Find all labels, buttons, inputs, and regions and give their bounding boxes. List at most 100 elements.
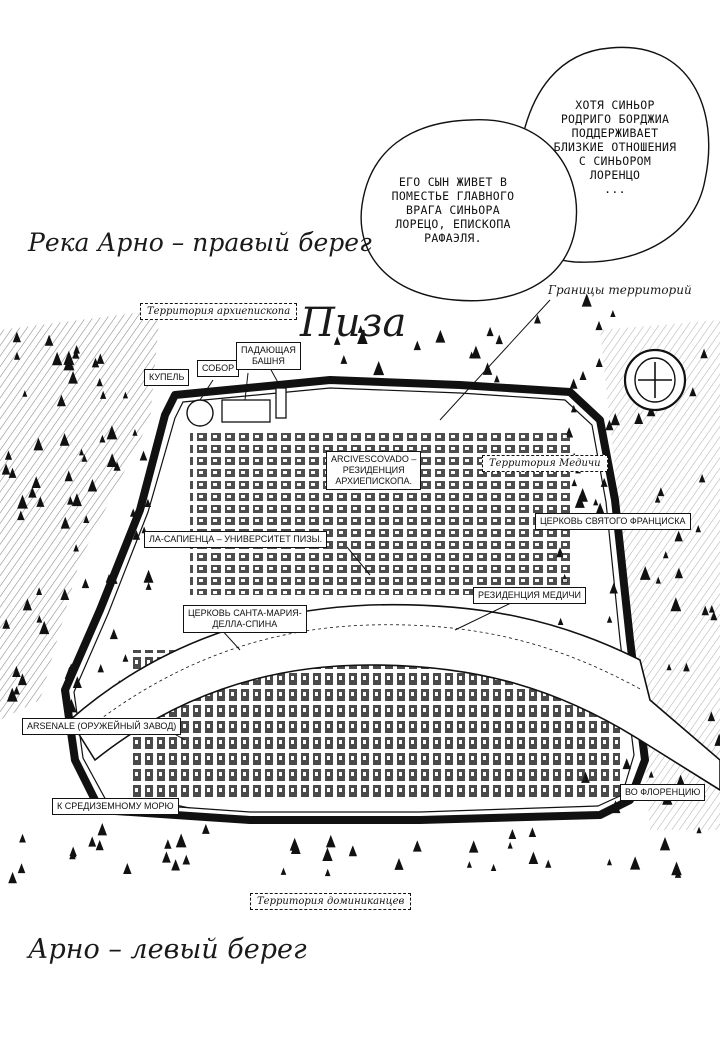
tree-icon [671, 861, 682, 876]
tree-icon [91, 357, 100, 368]
tree-icon [701, 605, 709, 616]
speech-bubble-left-shape [360, 119, 578, 302]
speech-line: С СИНЬОРОМ [578, 154, 652, 168]
tree-icon [51, 351, 63, 366]
tree-icon [674, 567, 683, 579]
tree-icon [60, 516, 70, 529]
tree-icon [609, 582, 618, 594]
tree-icon [109, 628, 118, 640]
tree-icon [81, 454, 88, 462]
tree-icon [714, 733, 720, 746]
tree-icon [122, 654, 129, 662]
speech-line: БЛИЗКИЕ ОТНОШЕНИЯ [553, 140, 677, 154]
place-arcivescovado: ARCIVESCOVADO – РЕЗИДЕНЦИЯ АРХИЕПИСКОПА. [326, 451, 422, 490]
territory-borders-label: Границы территорий [548, 283, 692, 297]
tree-icon [12, 331, 21, 343]
tree-icon [348, 845, 358, 857]
tree-icon [8, 467, 17, 478]
tree-icon [654, 495, 661, 503]
speech-line: ПОМЕСТЬЕ ГЛАВНОГО [391, 189, 515, 203]
tree-icon [100, 390, 107, 399]
tree-icon [630, 856, 641, 870]
tree-icon [357, 330, 368, 344]
tree-icon [622, 758, 631, 770]
tree-icon [88, 836, 97, 847]
speech-line: РАФАЭЛЯ. [424, 231, 482, 245]
tree-icon [610, 310, 616, 317]
label-line: ARCIVESCOVADO – [331, 454, 417, 464]
tree-icon [13, 686, 20, 695]
tree-icon [17, 494, 28, 509]
tree-icon [659, 836, 671, 851]
territory-archbishop-label: Территория архиепископа [140, 303, 298, 320]
place-cathedral: СОБОР [197, 360, 240, 377]
territory-medici-label: Территория Медичи [482, 455, 608, 472]
tree-icon [139, 450, 148, 461]
speech-line: ЕГО СЫН ЖИВЕТ В [398, 175, 508, 189]
tree-icon [182, 854, 191, 865]
tree-icon [95, 839, 104, 851]
tree-icon [435, 329, 446, 343]
leaning-tower-shape [275, 387, 287, 419]
place-leaning-tower: ПАДАЮЩАЯ БАШНЯ [236, 342, 301, 370]
tree-icon [596, 502, 605, 514]
tree-icon [17, 673, 27, 686]
tree-icon [579, 370, 587, 380]
tree-icon [322, 847, 333, 862]
tree-icon [340, 355, 348, 364]
tree-icon [12, 665, 21, 678]
tree-icon [97, 823, 108, 836]
right-bank-title: Река Арно – правый берег [28, 228, 372, 257]
label-line: ДЕЛЛА-СПИНА [212, 619, 278, 629]
tree-icon [674, 869, 682, 878]
tree-icon [83, 515, 90, 524]
pointer-lines [161, 299, 551, 809]
cathedral-shape [221, 399, 271, 423]
label-line: АРХИЕПИСКОПА. [335, 476, 412, 486]
tree-icon [143, 569, 154, 583]
tree-icon [28, 486, 37, 498]
tree-icon [44, 334, 54, 346]
tree-icon [508, 828, 517, 840]
tree-icon [634, 412, 644, 424]
tree-icon [175, 833, 187, 848]
tree-icon [171, 859, 181, 871]
speech-line: ХОТЯ СИНЬОР [575, 98, 655, 112]
tree-icon [290, 841, 301, 855]
tree-icon [8, 871, 17, 884]
tree-icon [545, 859, 552, 868]
tree-icon [64, 470, 73, 482]
speech-line: РОДРИГО БОРДЖИА [560, 112, 670, 126]
speech-line: ЛОРЕНЦО [589, 168, 641, 182]
label-line: ПАДАЮЩАЯ [241, 345, 296, 355]
tree-icon [122, 391, 129, 399]
speech-line: ... [604, 182, 626, 196]
tree-icon [97, 664, 104, 673]
speech-line: ЛОРЕЦО, ЕПИСКОПА [395, 217, 511, 231]
tree-icon [1, 463, 11, 475]
tree-icon [595, 320, 603, 331]
tree-icon [132, 429, 138, 436]
label-line: РЕЗИДЕНЦИЯ [342, 465, 405, 475]
tree-icon [655, 576, 661, 584]
tree-icon [39, 620, 50, 635]
tree-icon [201, 823, 210, 834]
speech-line: ПОДДЕРЖИВАЕТ [571, 126, 659, 140]
speech-line: ВРАГА СИНЬОРА [406, 203, 500, 217]
tree-icon [96, 353, 105, 364]
place-to-sea: К СРЕДИЗЕМНОМУ МОРЮ [52, 798, 179, 815]
tree-icon [581, 293, 592, 307]
tree-icon [6, 687, 18, 702]
tree-icon [19, 833, 26, 843]
tree-icon [31, 476, 41, 489]
tree-icon [674, 530, 683, 542]
baptistery-shape [186, 399, 214, 427]
tree-icon [324, 868, 331, 877]
tree-icon [325, 834, 336, 848]
tree-icon [36, 615, 43, 623]
tree-icon [63, 350, 75, 365]
tree-icon [606, 615, 613, 623]
speech-bubble-left: ЕГО СЫН ЖИВЕТ В ПОМЕСТЬЕ ГЛАВНОГО ВРАГА … [388, 175, 518, 245]
